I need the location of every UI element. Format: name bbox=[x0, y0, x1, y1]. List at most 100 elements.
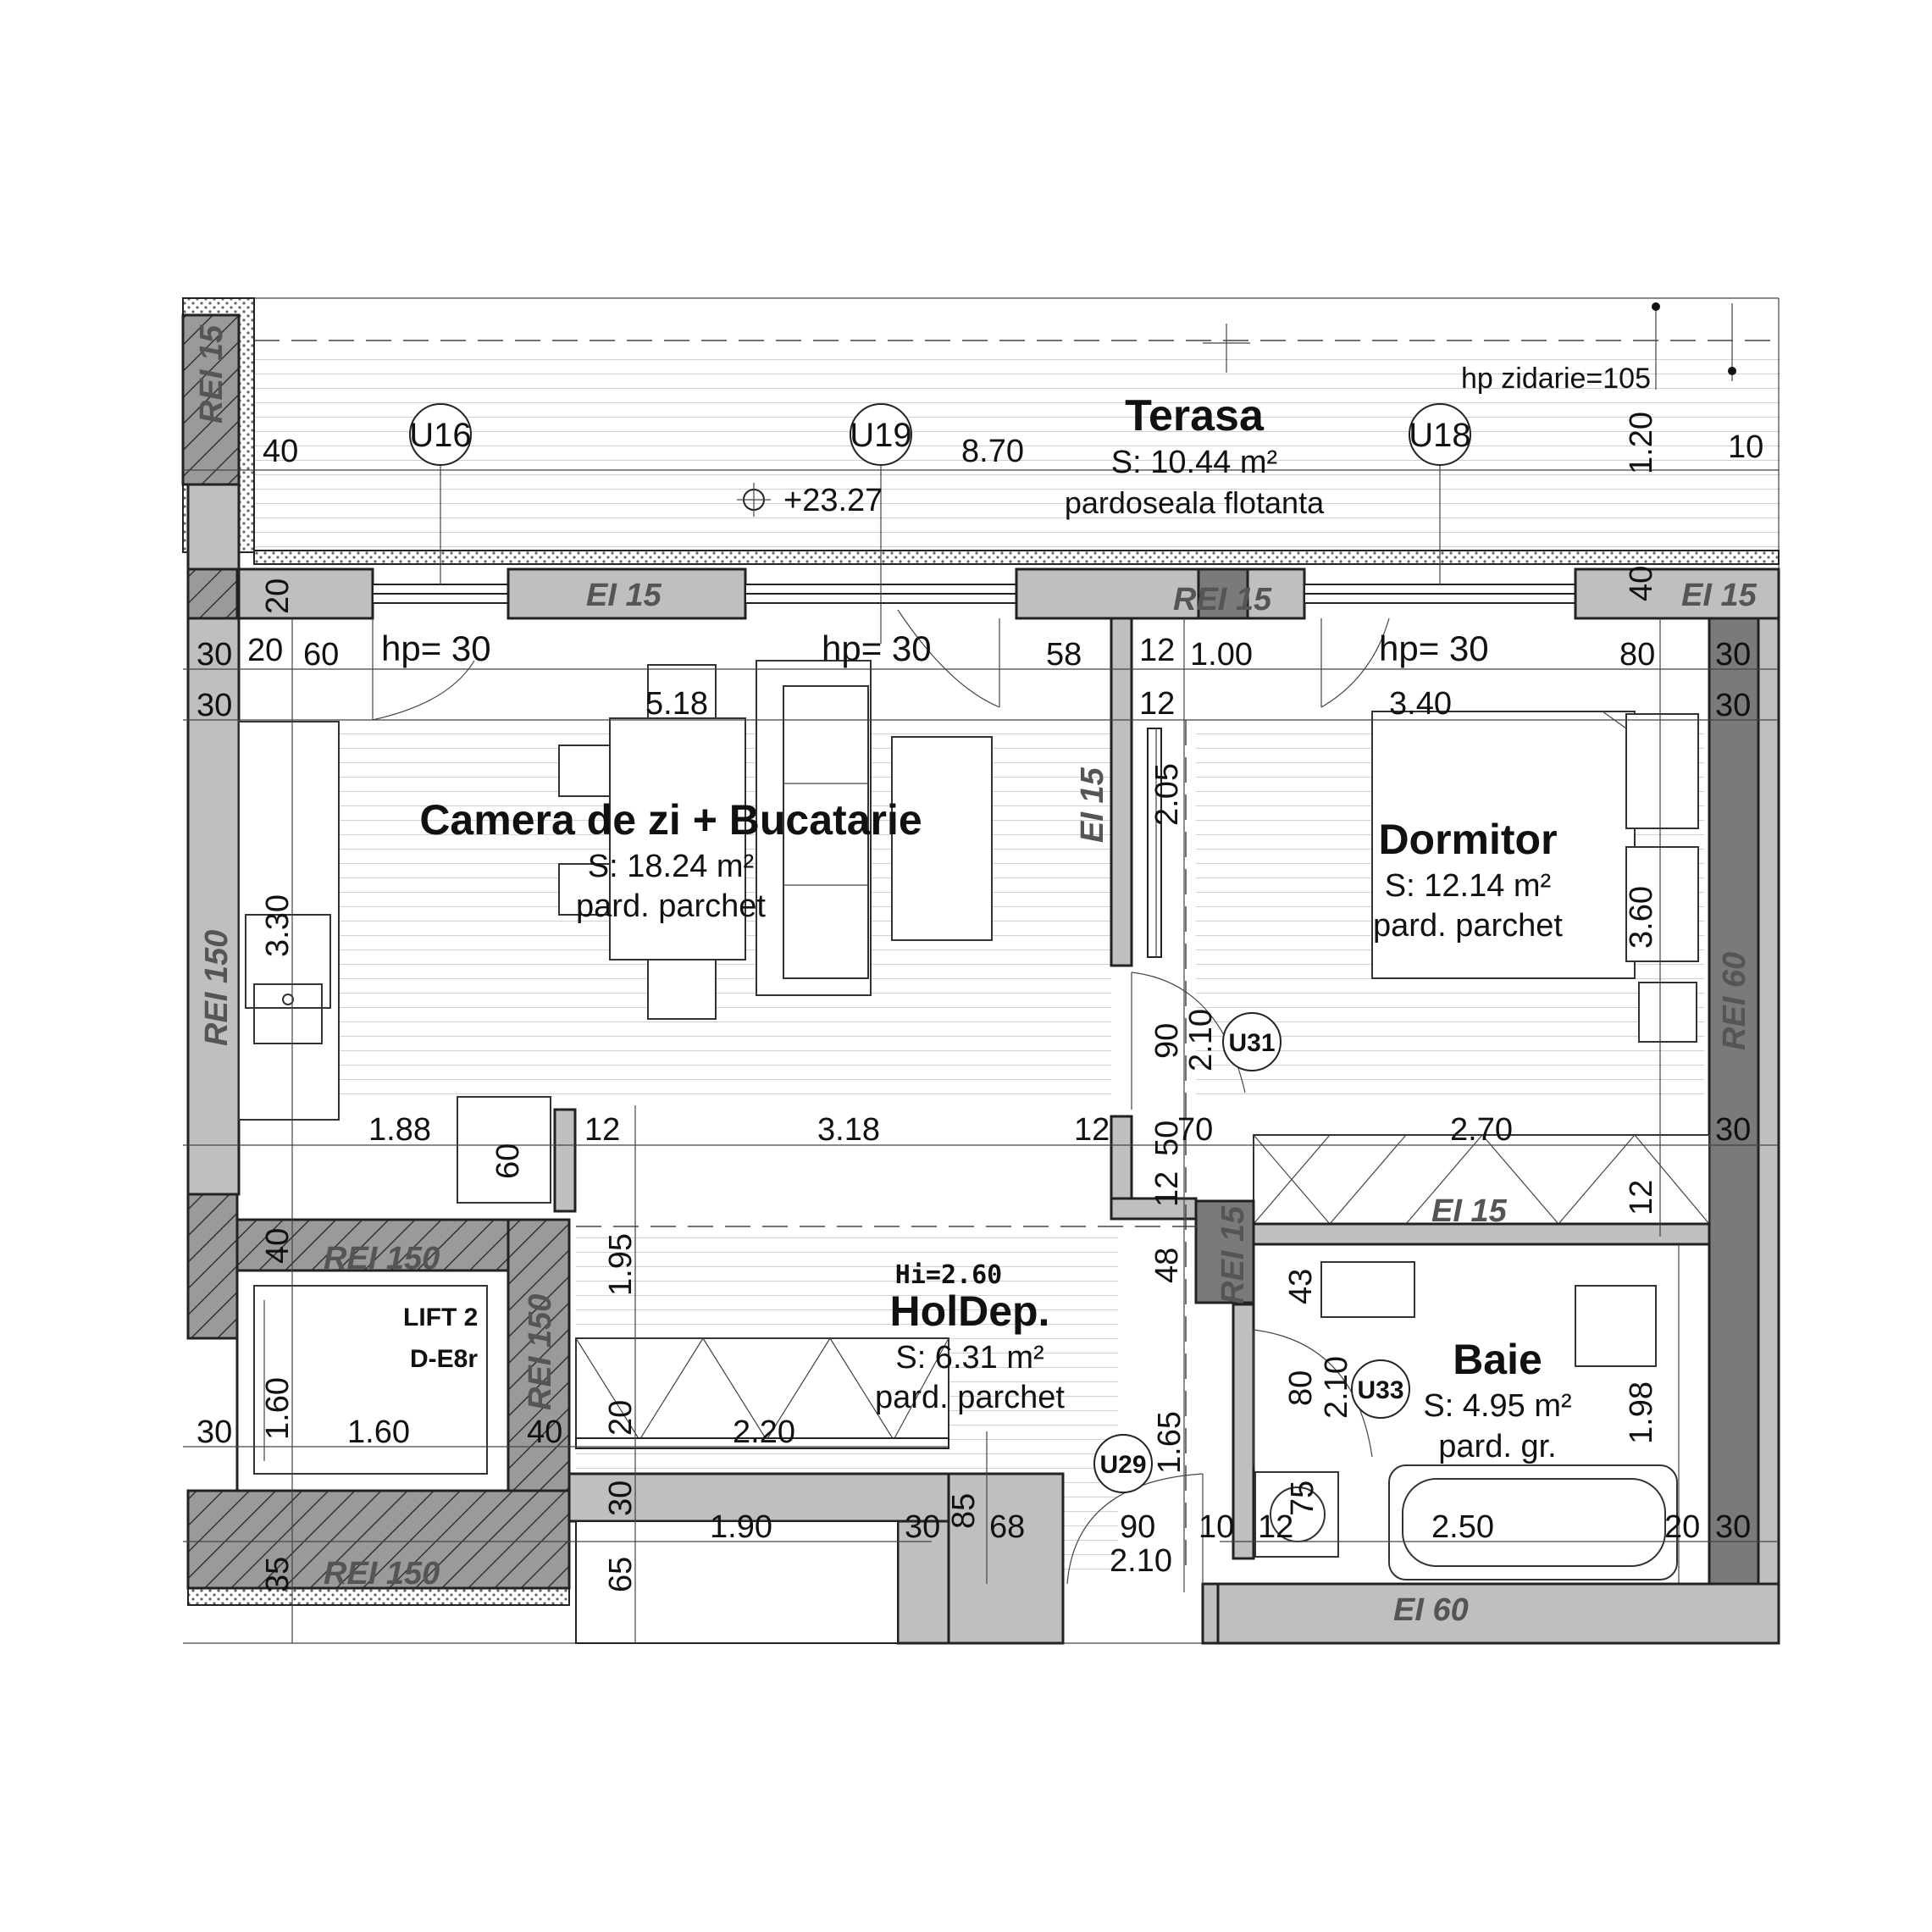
door-tag-u29: U29 bbox=[1099, 1451, 1146, 1479]
svg-text:20: 20 bbox=[603, 1400, 639, 1436]
wall-ei60-bottom bbox=[1216, 1582, 1780, 1645]
svg-text:30: 30 bbox=[197, 688, 232, 723]
wall-hall-lower bbox=[567, 1472, 950, 1523]
lift-name: LIFT 2 bbox=[403, 1304, 478, 1331]
svg-text:2.50: 2.50 bbox=[1431, 1509, 1494, 1545]
svg-text:12: 12 bbox=[1139, 633, 1175, 668]
svg-text:1.65: 1.65 bbox=[1152, 1411, 1187, 1474]
svg-text:58: 58 bbox=[1046, 637, 1082, 673]
svg-text:12: 12 bbox=[1258, 1509, 1293, 1545]
svg-text:1.60: 1.60 bbox=[260, 1377, 296, 1440]
room-camera-area: S: 18.24 m² bbox=[588, 849, 754, 884]
parapet-a: hp= 30 bbox=[381, 628, 491, 668]
fire-rating-rei15-v: REI 15 bbox=[1215, 1205, 1251, 1304]
svg-text:2.05: 2.05 bbox=[1149, 763, 1185, 826]
wall-right-outer bbox=[1757, 617, 1780, 1586]
fire-rating-ei15-v: EI 15 bbox=[1075, 767, 1110, 843]
svg-text:40: 40 bbox=[527, 1414, 562, 1450]
fire-rating-ei15-b: EI 15 bbox=[1681, 578, 1758, 613]
svg-text:1.60: 1.60 bbox=[347, 1414, 410, 1450]
hall-wardrobe bbox=[575, 1337, 949, 1449]
room-camera-name: Camera de zi + Bucatarie bbox=[419, 796, 922, 844]
svg-text:40: 40 bbox=[263, 434, 298, 469]
door-tag-u31: U31 bbox=[1228, 1029, 1275, 1057]
svg-text:1.95: 1.95 bbox=[603, 1233, 639, 1296]
wall-hall-pillar bbox=[947, 1472, 1065, 1645]
svg-text:2.10: 2.10 bbox=[1183, 1009, 1219, 1071]
svg-text:1.90: 1.90 bbox=[710, 1509, 772, 1545]
room-baie-name: Baie bbox=[1453, 1336, 1542, 1383]
room-hol-floor: pard. parchet bbox=[875, 1380, 1065, 1415]
svg-text:30: 30 bbox=[603, 1481, 639, 1516]
svg-text:1.98: 1.98 bbox=[1624, 1381, 1659, 1444]
svg-text:80: 80 bbox=[1619, 637, 1655, 673]
svg-text:50: 50 bbox=[1149, 1121, 1185, 1156]
svg-text:30: 30 bbox=[197, 637, 232, 673]
svg-text:2.70: 2.70 bbox=[1450, 1112, 1513, 1148]
svg-text:30: 30 bbox=[197, 1414, 232, 1450]
svg-text:30: 30 bbox=[905, 1509, 940, 1545]
fire-rating-ei60: EI 60 bbox=[1393, 1592, 1469, 1628]
lift-shaft bbox=[235, 1269, 510, 1492]
svg-text:85: 85 bbox=[946, 1493, 982, 1529]
wall-lift-hatch-left bbox=[186, 1193, 239, 1340]
wall-column-left-upper bbox=[186, 483, 241, 571]
svg-text:80: 80 bbox=[1283, 1370, 1319, 1406]
room-hol-name: HolDep. bbox=[890, 1287, 1050, 1335]
svg-text:30: 30 bbox=[1715, 1112, 1751, 1148]
svg-text:3.60: 3.60 bbox=[1624, 886, 1659, 949]
fire-rating-rei15-top: REI 15 bbox=[194, 324, 230, 423]
room-dormitor-floor: pard. parchet bbox=[1373, 908, 1563, 944]
fire-rating-rei150-b: REI 150 bbox=[324, 1556, 440, 1592]
svg-text:30: 30 bbox=[1715, 1509, 1751, 1545]
terrace-edge-bottom bbox=[253, 550, 1780, 565]
door-tag-u19: U19 bbox=[850, 417, 911, 454]
svg-text:35: 35 bbox=[260, 1557, 296, 1592]
elevation-marker bbox=[737, 483, 771, 517]
door-tag-u16: U16 bbox=[409, 417, 471, 454]
svg-text:3.30: 3.30 bbox=[260, 894, 296, 957]
wall-bath-left bbox=[1232, 1303, 1255, 1560]
door-tag-u18: U18 bbox=[1409, 417, 1470, 454]
svg-text:5.18: 5.18 bbox=[645, 686, 708, 722]
fire-rating-rei60: REI 60 bbox=[1717, 952, 1752, 1050]
room-baie-area: S: 4.95 m² bbox=[1423, 1388, 1571, 1424]
svg-text:1.88: 1.88 bbox=[368, 1112, 431, 1148]
svg-text:40: 40 bbox=[260, 1228, 296, 1264]
wall-rei150-left bbox=[186, 617, 241, 1196]
door-tag-u33: U33 bbox=[1357, 1376, 1403, 1404]
svg-text:8.70: 8.70 bbox=[961, 434, 1024, 469]
dining-table bbox=[558, 664, 746, 1020]
svg-text:12: 12 bbox=[584, 1112, 620, 1148]
svg-text:70: 70 bbox=[1177, 1112, 1213, 1148]
svg-text:40: 40 bbox=[1624, 566, 1659, 601]
fire-rating-rei15-mid: REI 15 bbox=[1173, 582, 1272, 617]
room-terasa-area: S: 10.44 m² bbox=[1111, 445, 1277, 480]
kitchen-counter bbox=[238, 721, 340, 1121]
room-hol-height: Hi=2.60 bbox=[895, 1260, 1002, 1290]
svg-text:20: 20 bbox=[247, 633, 283, 668]
room-hol-area: S: 6.31 m² bbox=[895, 1340, 1044, 1376]
fire-rating-ei15-c: EI 15 bbox=[1431, 1193, 1508, 1229]
svg-text:30: 30 bbox=[1715, 637, 1751, 673]
coffee-table bbox=[891, 736, 993, 941]
wall-rei15-top bbox=[181, 313, 241, 486]
svg-text:20: 20 bbox=[260, 578, 296, 614]
svg-text:12: 12 bbox=[1074, 1112, 1110, 1148]
fire-rating-ei15-a: EI 15 bbox=[586, 578, 662, 613]
fridge bbox=[457, 1096, 551, 1204]
room-baie-floor: pard. gr. bbox=[1438, 1429, 1556, 1464]
sofa bbox=[756, 660, 872, 996]
room-dormitor-name: Dormitor bbox=[1378, 816, 1557, 863]
svg-text:90: 90 bbox=[1149, 1023, 1185, 1059]
lift-code: D-E8r bbox=[410, 1345, 478, 1373]
dimension-labels: 40 8.70 1.20 10 20 40 30 20 60 58 12 1.0… bbox=[197, 412, 1763, 1592]
svg-text:65: 65 bbox=[603, 1557, 639, 1592]
bathroom-fixtures bbox=[1254, 1245, 1680, 1584]
facade-wall bbox=[186, 567, 1780, 620]
door-tags bbox=[409, 403, 1471, 1493]
bed bbox=[1371, 711, 1699, 1043]
room-terasa-floor: pardoseala flotanta bbox=[1065, 485, 1325, 520]
parapet-c: hp= 30 bbox=[1379, 628, 1489, 668]
